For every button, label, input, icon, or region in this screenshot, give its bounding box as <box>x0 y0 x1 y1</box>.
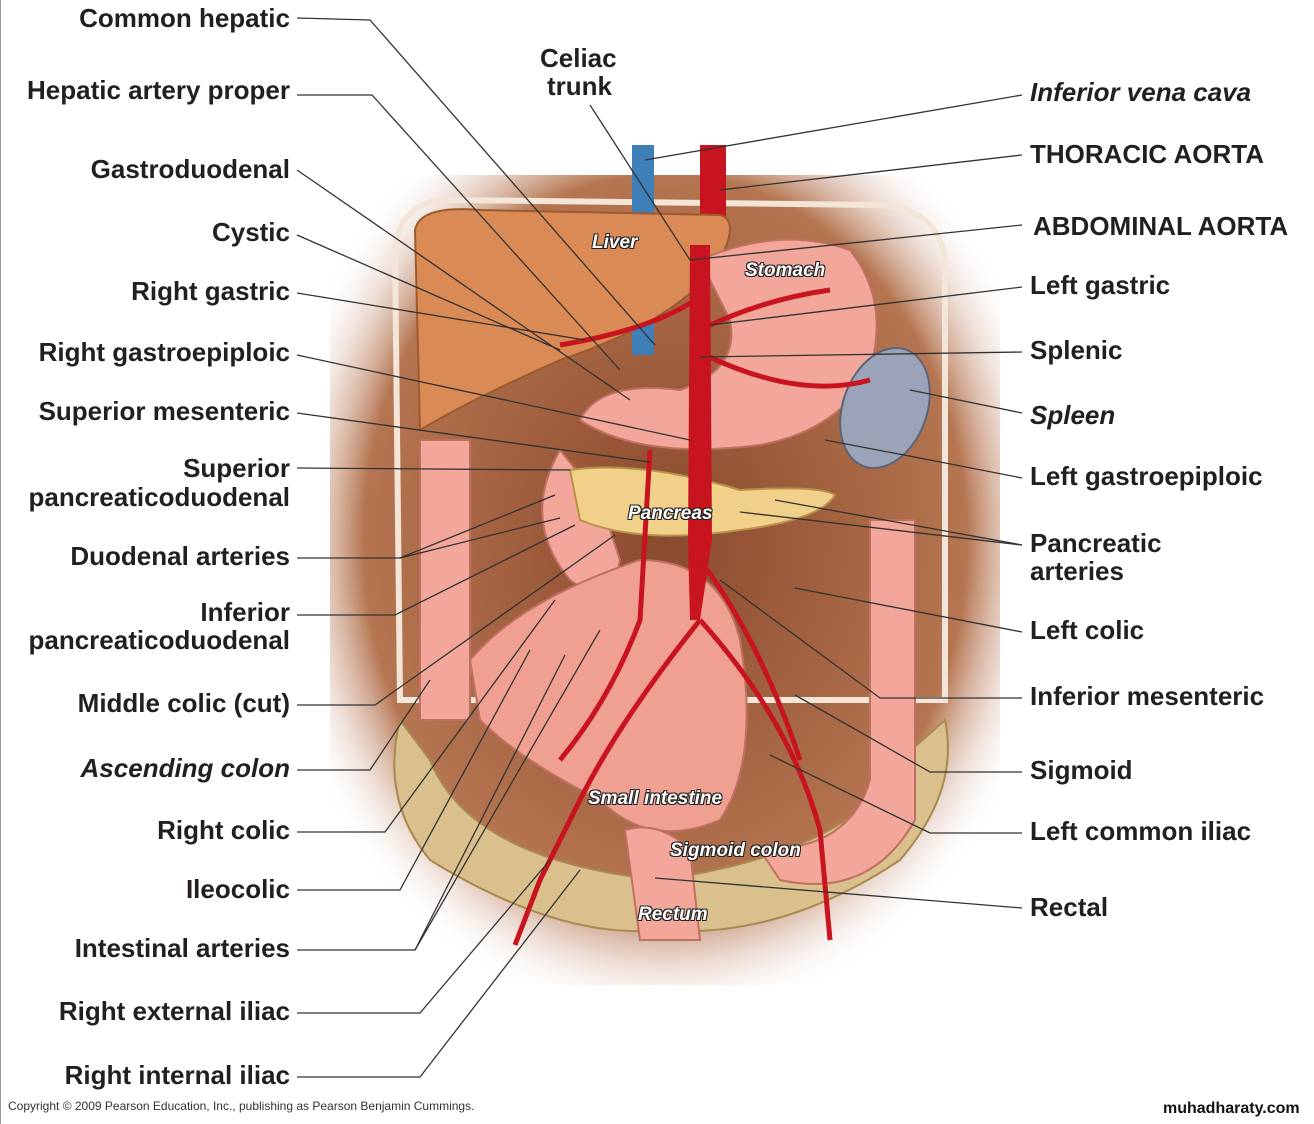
label-left-gastroepiploic: Left gastroepiploic <box>1030 461 1263 491</box>
label-left-colic: Left colic <box>1030 615 1145 645</box>
label-inferior-mesenteric: Inferior mesenteric <box>1030 681 1265 711</box>
colon <box>419 439 916 885</box>
rectum <box>623 826 702 941</box>
label-ascending-colon: Ascending colon <box>80 753 290 783</box>
label-left-common-iliac: Left common iliac <box>1030 816 1252 846</box>
label-spleen: Spleen <box>1030 400 1116 430</box>
label-superior-mesenteric: Superior mesenteric <box>38 396 290 426</box>
label-right-gastroepiploic: Right gastroepiploic <box>38 337 290 367</box>
label-sigmoid: Sigmoid <box>1030 755 1133 785</box>
label-pancreatic-arteries-1: Pancreatic <box>1030 528 1162 558</box>
label-thoracic-aorta: THORACIC AORTA <box>1030 139 1264 169</box>
organ-label-sigmoid-colon: Sigmoid colon <box>670 840 801 861</box>
label-pancreatic-arteries-2: arteries <box>1030 556 1124 586</box>
label-left-gastric: Left gastric <box>1030 270 1171 300</box>
label-right-internal-iliac: Right internal iliac <box>64 1060 290 1090</box>
organ-label-rectum: Rectum <box>638 904 708 925</box>
label-rectal: Rectal <box>1030 892 1109 922</box>
abdominal-aorta <box>688 245 712 620</box>
copyright-notice: Copyright © 2009 Pearson Education, Inc.… <box>8 1099 475 1113</box>
stomach <box>578 238 878 451</box>
label-celiac-trunk-1: Celiac <box>540 43 617 73</box>
organ-label-stomach: Stomach <box>745 260 826 281</box>
label-hepatic-artery-proper: Hepatic artery proper <box>27 75 290 105</box>
label-inferior-pancreaticoduodenal-2: pancreaticoduodenal <box>28 625 291 655</box>
label-right-external-iliac: Right external iliac <box>58 996 290 1026</box>
label-intestinal-arteries: Intestinal arteries <box>74 933 290 963</box>
label-right-gastric: Right gastric <box>131 276 290 306</box>
leader-lines <box>296 17 1023 1078</box>
abdominal-wall <box>391 196 948 703</box>
label-inferior-vena-cava: Inferior vena cava <box>1030 77 1252 107</box>
spleen <box>839 346 931 470</box>
label-gastroduodenal: Gastroduodenal <box>90 154 290 184</box>
organ-label-pancreas: Pancreas <box>628 503 713 524</box>
arteries <box>512 287 871 946</box>
label-right-colic: Right colic <box>157 815 290 845</box>
label-common-hepatic: Common hepatic <box>79 3 290 33</box>
label-middle-colic: Middle colic (cut) <box>77 688 290 718</box>
label-superior-pancreaticoduodenal-1: Superior <box>183 453 290 483</box>
organ-label-liver: Liver <box>592 232 638 253</box>
watermark: muhadharaty.com <box>1163 1100 1300 1117</box>
organ-label-small-intestine: Small intestine <box>588 788 723 809</box>
image-border <box>0 0 1 1124</box>
label-celiac-trunk-2: trunk <box>547 71 612 101</box>
label-inferior-pancreaticoduodenal-1: Inferior <box>200 597 290 627</box>
label-ileocolic: Ileocolic <box>185 874 290 904</box>
label-cystic: Cystic <box>211 217 290 247</box>
small-intestine <box>468 558 748 833</box>
label-splenic: Splenic <box>1030 335 1123 365</box>
label-superior-pancreaticoduodenal-2: pancreaticoduodenal <box>28 482 291 512</box>
label-abdominal-aorta: ABDOMINAL AORTA <box>1033 211 1289 241</box>
label-duodenal-arteries: Duodenal arteries <box>70 541 290 571</box>
